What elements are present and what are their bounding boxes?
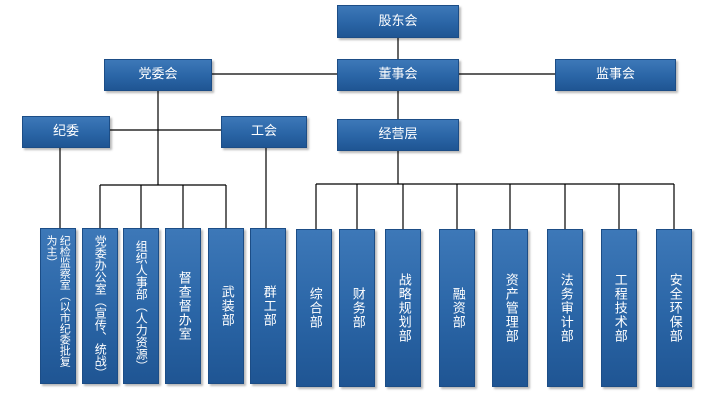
dept-supervision-office: 督查督办室 bbox=[165, 228, 201, 384]
dept-asset-management: 资产管理部 bbox=[492, 229, 528, 387]
dept-organization-hr: 组织人事部（人力资源） bbox=[123, 228, 159, 384]
dept-finance: 财务部 bbox=[339, 229, 375, 387]
dept-financing: 融资部 bbox=[439, 229, 475, 387]
dept-general-affairs: 综合部 bbox=[296, 229, 332, 387]
node-party-committee: 党委会 bbox=[104, 59, 212, 91]
dept-party-office: 党委办公室（宣传、统战） bbox=[82, 228, 118, 384]
node-board-of-supervisors: 监事会 bbox=[555, 59, 676, 91]
node-shareholders-meeting: 股东会 bbox=[337, 5, 459, 38]
dept-strategic-planning: 战略规划部 bbox=[385, 229, 421, 387]
dept-engineering-technology: 工程技术部 bbox=[601, 229, 637, 387]
dept-legal-audit: 法务审计部 bbox=[547, 229, 583, 387]
dept-armed-forces: 武装部 bbox=[208, 228, 244, 384]
node-discipline-committee: 纪委 bbox=[22, 116, 110, 148]
node-board-of-directors: 董事会 bbox=[337, 59, 459, 91]
dept-inspection-room: 纪检监察室（以市纪委批复为主） bbox=[40, 228, 76, 384]
node-trade-union: 工会 bbox=[221, 116, 307, 148]
dept-mass-work: 群工部 bbox=[250, 228, 286, 384]
dept-safety-environment: 安全环保部 bbox=[656, 229, 692, 387]
node-management: 经营层 bbox=[337, 119, 459, 151]
